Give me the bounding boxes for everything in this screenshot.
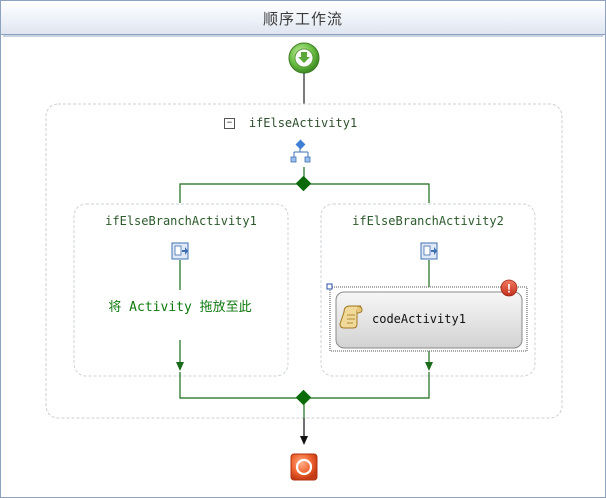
sequence-icon [171,242,189,260]
code-activity[interactable] [335,291,523,349]
drop-hint[interactable]: 将 Activity 拖放至此 [108,300,252,315]
end-node[interactable] [290,453,318,481]
stop-circle-icon [295,458,313,476]
start-node[interactable] [288,42,320,74]
designer-title-bar: 顺序工作流 [1,1,605,35]
branch1-title: ifElseBranchActivity1 [105,214,257,228]
arrow-down-circle-icon [294,48,314,68]
code-activity-label: codeActivity1 [372,312,466,326]
sequence-icon [420,242,438,260]
split-diamond[interactable] [295,175,312,192]
merge-diamond[interactable] [295,389,312,406]
branch-icon [290,139,311,163]
collapse-toggle[interactable]: − [224,118,235,129]
branch2-title: ifElseBranchActivity2 [352,214,504,228]
scroll-icon [339,305,363,329]
selection-handle[interactable] [326,283,333,290]
branch2-arrow [425,362,433,371]
branch-container-1[interactable] [73,203,289,377]
svg-text:!: ! [507,282,511,296]
if-else-container[interactable] [45,103,563,419]
title-divider [3,35,603,37]
error-icon[interactable]: ! [500,279,518,297]
end-arrow [300,436,308,445]
branch-container-2[interactable] [320,203,536,377]
branch1-arrow [176,362,184,371]
designer-title: 顺序工作流 [262,10,343,28]
selection-frame [329,286,528,352]
if-else-title: ifElseActivity1 [248,116,358,130]
